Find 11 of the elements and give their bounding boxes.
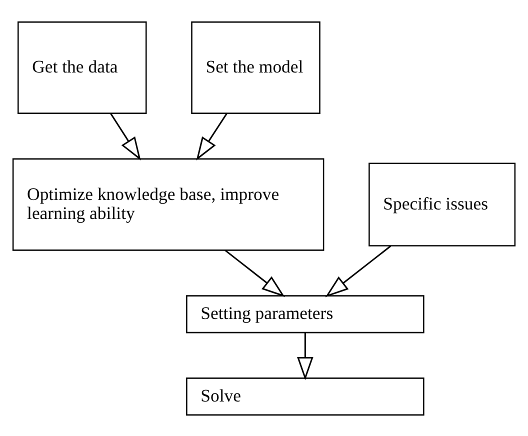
- arrow: [110, 112, 141, 160]
- arrow: [224, 249, 285, 297]
- arrow: [325, 244, 392, 297]
- arrow: [297, 332, 314, 380]
- node-box: Specific issues: [368, 162, 516, 246]
- node-box: Solve: [186, 377, 424, 416]
- node-box: Set the model: [191, 20, 320, 114]
- node-box: Get the data: [18, 20, 147, 114]
- arrow: [196, 112, 228, 160]
- node-box: Optimize knowledge base, improve learning ability: [12, 158, 324, 250]
- node-box: Setting parameters: [186, 294, 424, 333]
